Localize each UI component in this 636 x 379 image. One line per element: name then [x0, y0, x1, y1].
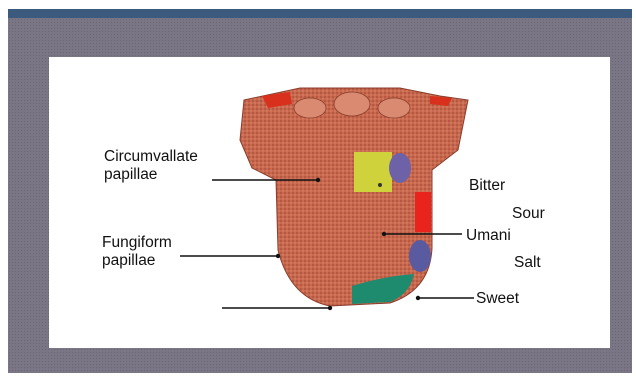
label-sweet: Sweet	[476, 290, 519, 308]
bitter-region	[354, 152, 392, 192]
label-circumvallate-line1: Circumvallate	[104, 148, 198, 166]
label-umami: Umani	[466, 227, 511, 245]
label-bitter: Bitter	[469, 177, 505, 195]
label-fungiform-line1: Fungiform	[102, 234, 172, 252]
papilla-bump	[378, 98, 410, 118]
label-fungiform-line2: papillae	[102, 252, 155, 270]
tongue-body	[240, 88, 468, 306]
label-sour: Sour	[512, 205, 545, 223]
back-purple-region	[389, 153, 411, 183]
label-circumvallate-line2: papillae	[104, 166, 157, 184]
label-salt: Salt	[514, 254, 541, 272]
papilla-bump	[334, 92, 370, 116]
papilla-bump	[294, 98, 326, 118]
salt-region	[409, 240, 431, 272]
sour-region	[415, 192, 431, 232]
